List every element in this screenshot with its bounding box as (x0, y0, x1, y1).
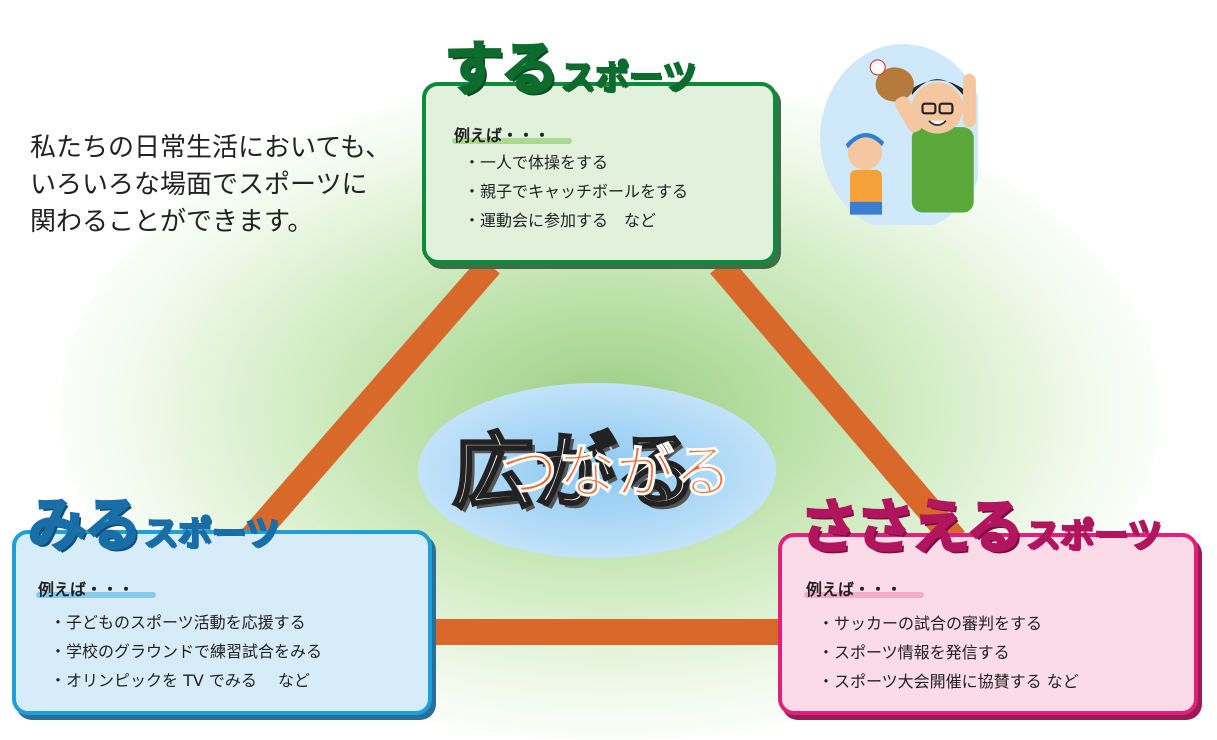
example-list: ・一人で体操をする ・親子でキャッチボールをする ・運動会に参加する など (464, 148, 688, 235)
example-label: 例えば・・・ (806, 580, 903, 599)
miru-title-small: スポーツ (143, 513, 280, 555)
suru-title-big: する (443, 34, 560, 105)
center-kanji-char: 広 (450, 424, 535, 522)
miru-title-big: みる (26, 490, 143, 561)
baseball-catch-illustration (820, 43, 978, 225)
example-underline (452, 138, 572, 144)
list-item: ・親子でキャッチボールをする (464, 182, 689, 201)
triangle-connectors (240, 256, 965, 645)
sasaeru-title-big: ささえる (798, 492, 1025, 563)
suru-title-text: するスポーツ (443, 22, 697, 106)
example-label: 例えば・・・ (38, 580, 135, 599)
list-item: ・運動会に参加する など (464, 211, 657, 230)
connector-suru-miru (240, 256, 500, 549)
intro-text: 私たちの日常生活においても、 いろいろな場面でスポーツに 関わることができます。 (30, 130, 391, 241)
miru-title-text: みるスポーツ (26, 478, 280, 562)
center-overlay: がる (533, 424, 700, 522)
center-oval (418, 383, 776, 558)
example-list: ・サッカーの試合の審判をする ・スポーツ情報を発信する ・スポーツ大会開催に協賛… (818, 609, 1079, 696)
list-item: ・サッカーの試合の審判をする (818, 614, 1043, 633)
list-item: ・子どものスポーツ活動を応援する (50, 613, 306, 632)
intro-line: 関わることができます。 (30, 207, 314, 237)
center-kana: つながる (499, 438, 733, 507)
example-label: 例えば・・・ (454, 126, 551, 145)
list-item: ・スポーツ情報を発信する (818, 643, 1010, 662)
sasaeru-sports-box: 例えば・・・ ・サッカーの試合の審判をする ・スポーツ情報を発信する ・スポーツ… (778, 533, 1198, 715)
suru-title-small: スポーツ (560, 57, 697, 99)
sasaeru-title-text: ささえるスポーツ (798, 480, 1162, 564)
example-underline (804, 592, 924, 598)
miru-sports-box: 例えば・・・ ・子どものスポーツ活動を応援する ・学校のグラウンドで練習試合をみ… (12, 530, 432, 715)
sasaeru-title-small: スポーツ (1025, 515, 1162, 557)
list-item: ・オリンピックを TV でみる など (50, 671, 310, 690)
example-underline (36, 592, 156, 598)
center-kanji: 広がる (450, 405, 700, 524)
suru-sports-box: 例えば・・・ ・一人で体操をする ・親子でキャッチボールをする ・運動会に参加す… (422, 82, 777, 264)
example-list: ・子どものスポーツ活動を応援する ・学校のグラウンドで練習試合をみる ・オリンピ… (50, 608, 322, 695)
list-item: ・学校のグラウンドで練習試合をみる (50, 642, 323, 661)
list-item: ・一人で体操をする (464, 153, 609, 172)
intro-line: 私たちの日常生活においても、 (30, 133, 392, 163)
list-item: ・スポーツ大会開催に協賛する など (818, 672, 1079, 691)
connector-suru-sasaeru (710, 256, 965, 549)
intro-line: いろいろな場面でスポーツに (30, 170, 368, 200)
